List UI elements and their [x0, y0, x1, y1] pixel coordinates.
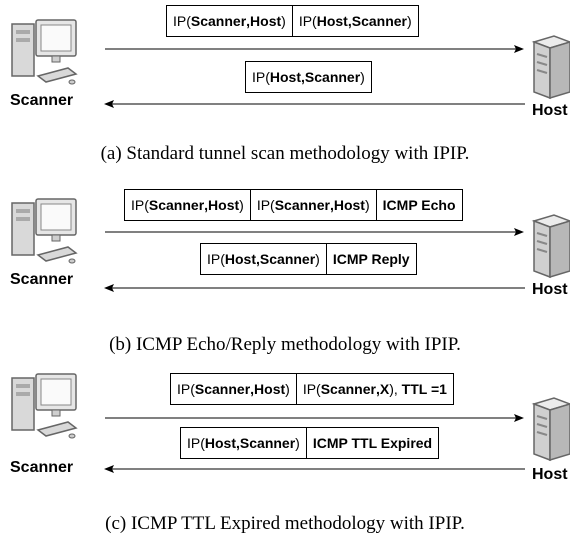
forward-arrowhead [514, 228, 524, 236]
host-label: Host [532, 102, 568, 119]
reply-arrowhead [104, 100, 114, 108]
reply-arrowhead [104, 465, 114, 473]
inner-ip-header: IP(Scanner,Host) [249, 190, 376, 220]
scanner-computer-icon [11, 198, 78, 264]
host-server-icon [531, 35, 570, 100]
reply-ip-header: IP(Host,Scanner) [207, 251, 320, 267]
reply-packet: IP(Host,Scanner) ICMP TTL Expired [180, 427, 440, 459]
arrows [104, 414, 525, 473]
forward-packet: IP(Scanner,Host) IP(Scanner,X), TTL =1 [170, 373, 454, 405]
reply-packet: IP(Host,Scanner) [245, 61, 372, 93]
forward-packet: IP(Scanner,Host) IP(Host,Scanner) [166, 5, 419, 37]
reply-arrowhead [104, 284, 114, 292]
scanner-computer-icon [11, 19, 78, 85]
inner-ip-header-ttl: IP(Scanner,X), TTL =1 [295, 374, 453, 404]
caption: (a) Standard tunnel scan methodology wit… [100, 143, 470, 164]
scanner-label: Scanner [10, 92, 74, 109]
host-label: Host [532, 466, 568, 483]
arrows [104, 228, 525, 292]
outer-ip-header: IP(Scanner,Host) [173, 13, 286, 29]
reply-ip-header: IP(Host,Scanner) [187, 435, 300, 451]
inner-ip-header: IP(Host,Scanner) [291, 6, 418, 36]
forward-packet: IP(Scanner,Host) IP(Scanner,Host) ICMP E… [124, 189, 463, 221]
outer-ip-header: IP(Scanner,Host) [131, 197, 244, 213]
scanner-label: Scanner [10, 459, 74, 476]
icmp-reply-segment: ICMP Reply [325, 244, 416, 274]
icmp-ttl-expired-segment: ICMP TTL Expired [305, 428, 438, 458]
host-label: Host [532, 281, 568, 298]
caption: (c) ICMP TTL Expired methodology with IP… [105, 513, 465, 534]
forward-arrowhead [514, 414, 524, 422]
caption: (b) ICMP Echo/Reply methodology with IPI… [109, 334, 461, 355]
outer-ip-header: IP(Scanner,Host) [177, 381, 290, 397]
host-server-icon [531, 397, 570, 462]
scanner-label: Scanner [10, 271, 74, 288]
host-server-icon [531, 214, 570, 279]
reply-ip-header: IP(Host,Scanner) [252, 69, 365, 85]
forward-arrowhead [514, 45, 524, 53]
icmp-echo-segment: ICMP Echo [375, 190, 462, 220]
scanner-computer-icon [11, 373, 78, 439]
reply-packet: IP(Host,Scanner) ICMP Reply [200, 243, 417, 275]
arrows [104, 45, 525, 108]
